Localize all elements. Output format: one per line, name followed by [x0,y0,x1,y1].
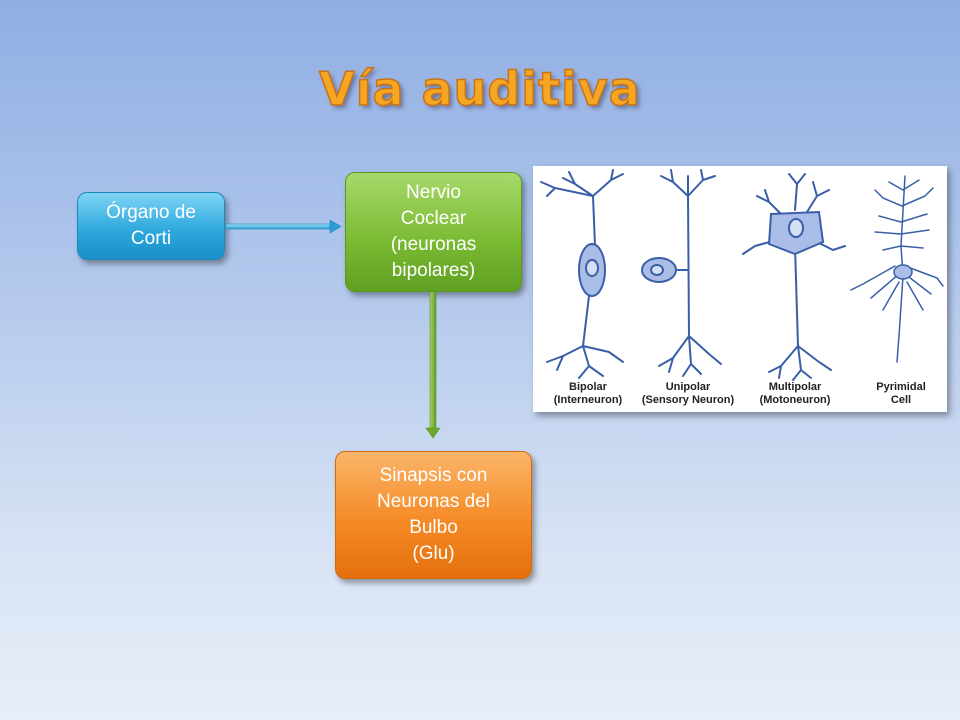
arrow-organo-to-nervio [225,219,342,234]
neuron-types-image: Bipolar (Interneuron) Unipolar (Sensory … [533,166,947,412]
slide-title: Vía auditiva [318,61,641,117]
sinapsis-bulbo-box: Sinapsis con Neuronas del Bulbo (Glu) [335,451,532,579]
bipolar-neuron [540,169,624,379]
neuron-label-unipolar: Unipolar (Sensory Neuron) [641,381,735,406]
pyramidal-neuron [850,175,944,363]
multipolar-neuron [742,173,846,381]
neuron-label-bipolar: Bipolar (Interneuron) [553,381,623,406]
unipolar-neuron [641,169,722,377]
neuron-illustration [540,169,944,381]
neuron-label-multipolar: Multipolar (Motoneuron) [759,381,831,406]
arrow-nervio-to-sinapsis [425,291,441,439]
nervio-coclear-box: Nervio Coclear (neuronas bipolares) [345,172,522,292]
organo-de-corti-box: Órgano de Corti [77,192,225,260]
neuron-label-pyramidal: Pyrimidal Cell [876,381,926,406]
